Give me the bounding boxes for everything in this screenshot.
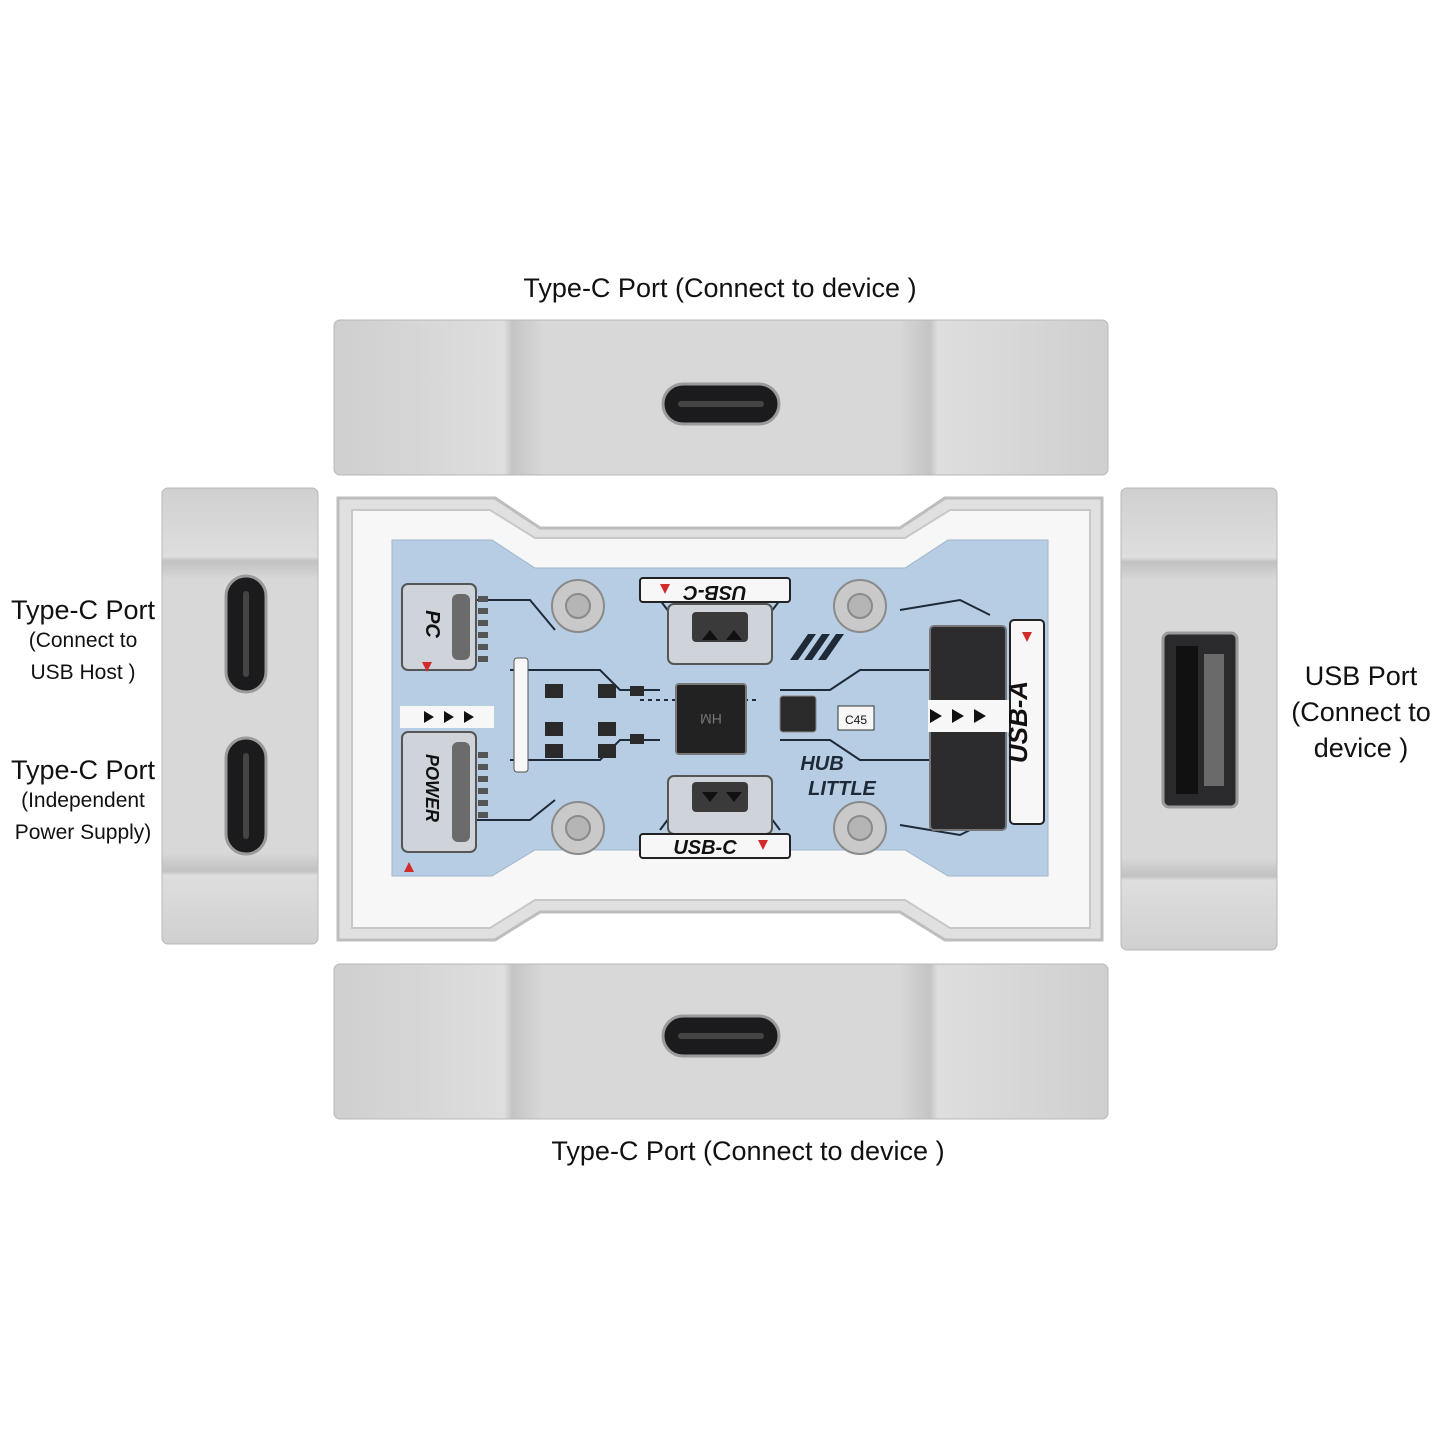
right-line3: device ) <box>1313 733 1409 763</box>
board-usbc-bottom: USB-C <box>673 837 737 859</box>
left-upper-line3: USB Host ) <box>30 661 136 684</box>
right-title: USB Port <box>1304 661 1418 691</box>
board-labels: USB-C USB-C USB-A PC POWER HUB LITTLE C4… <box>421 581 1033 859</box>
top-panel <box>333 319 1109 476</box>
board-little: LITTLE <box>808 778 876 800</box>
right-panel <box>1120 487 1278 951</box>
top-port-label: Type-C Port (Connect to device ) <box>523 273 917 303</box>
board-cap: C45 <box>845 713 867 727</box>
left-upper-line2: (Connect to <box>28 628 138 652</box>
left-lower-line2: (Independent <box>21 788 145 812</box>
left-lower-line3: Power Supply) <box>14 821 152 844</box>
left-upper-port-label: Type-C Port (Connect to USB Host ) <box>0 594 166 686</box>
board-arrows <box>424 630 986 802</box>
board-red-arrows <box>404 584 1032 872</box>
left-lower-title: Type-C Port <box>10 755 156 785</box>
right-line2: (Connect to <box>1291 697 1431 727</box>
left-lower-port-label: Type-C Port (Independent Power Supply) <box>0 754 166 846</box>
board-chip: HM <box>700 711 722 727</box>
bottom-port-label: Type-C Port (Connect to device ) <box>551 1136 945 1166</box>
board-hub: HUB <box>800 753 843 775</box>
board-power: POWER <box>422 754 442 822</box>
right-port-label: USB Port (Connect to device ) <box>1286 658 1436 766</box>
board-usbc-top: USB-C <box>683 581 747 603</box>
board-pc: PC <box>421 610 443 638</box>
pcb <box>391 539 1049 877</box>
left-upper-title: Type-C Port <box>10 595 156 625</box>
bottom-panel <box>333 963 1109 1120</box>
left-panel <box>161 487 319 945</box>
board-usba: USB-A <box>1003 681 1033 763</box>
